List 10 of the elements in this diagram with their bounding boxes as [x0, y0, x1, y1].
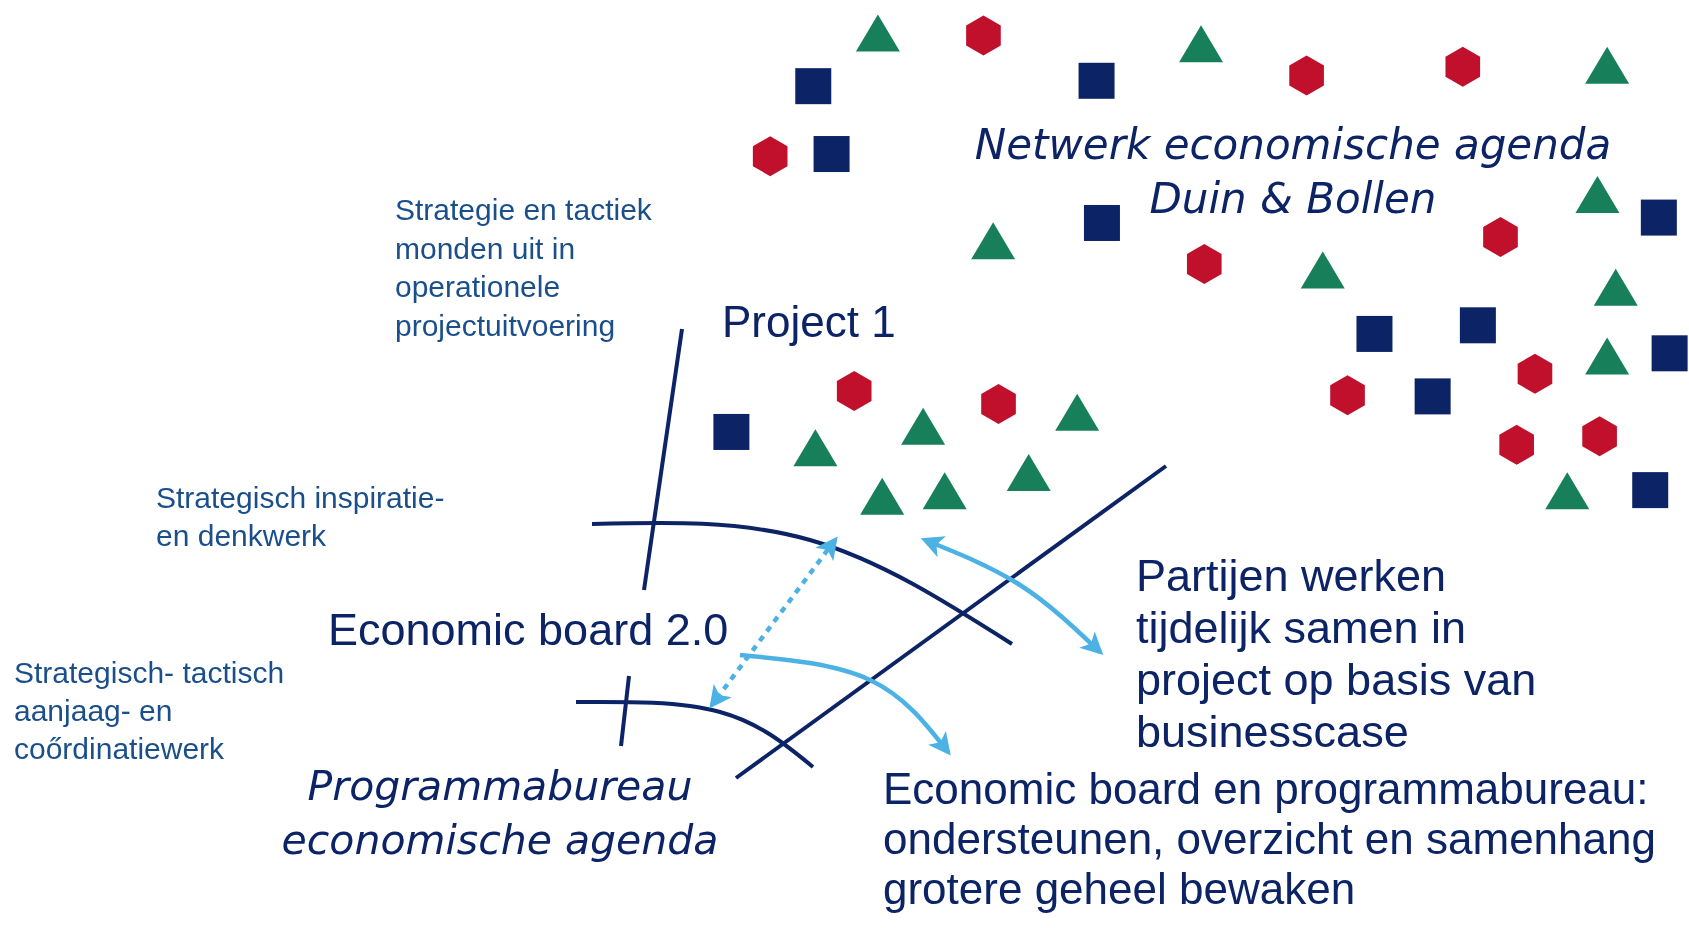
arrow	[709, 536, 838, 709]
strategy-note: Strategie en tactiek monden uit in operationele projectuitvoering	[395, 192, 653, 344]
board-note: Economic board en programmabureau: ondersteunen, overzicht en samenhang grotere geheel bewaken	[883, 764, 1657, 914]
arrow	[920, 536, 1104, 656]
arrow	[739, 652, 951, 756]
partners-note: Partijen werken tijdelijk samen in project op basis van businesscase	[1136, 550, 1538, 758]
project-title: Project 1	[722, 297, 897, 347]
level-note: Strategisch inspiratie- en denkwerk	[156, 480, 446, 554]
board-title: Economic board 2.0	[328, 605, 730, 655]
network-title: Netwerk economische agenda Duin & Bollen	[973, 119, 1613, 225]
